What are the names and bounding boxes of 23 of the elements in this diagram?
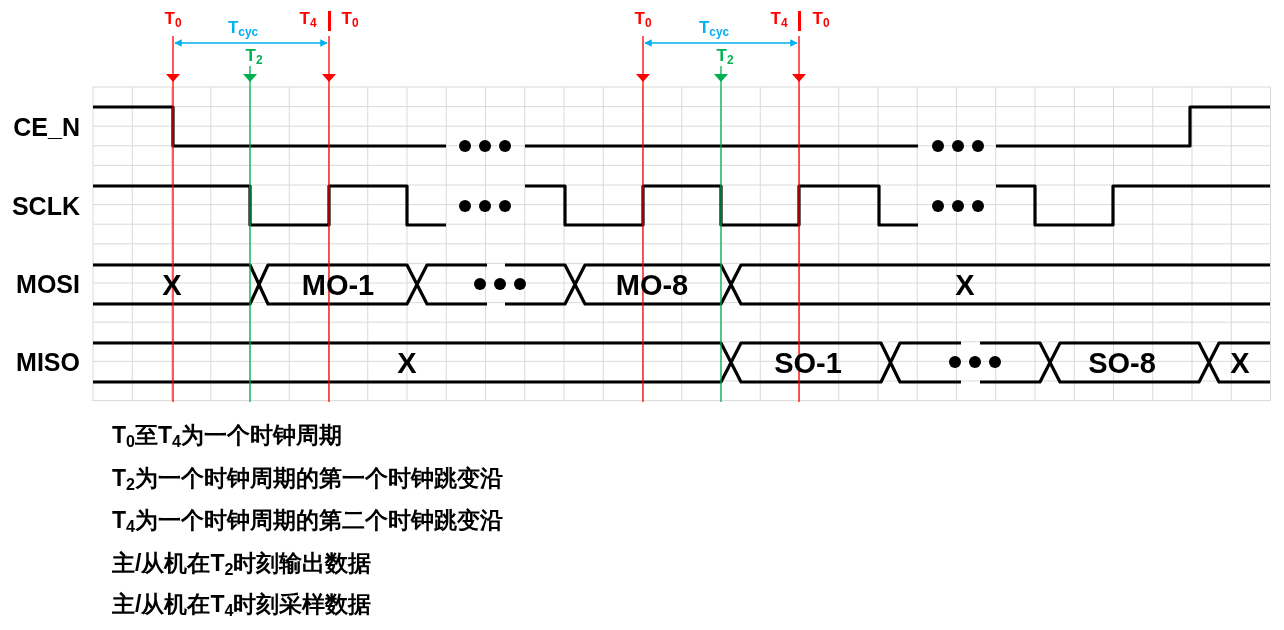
note-text: T$_{4}$为一个时钟周期的第二个时钟跳变沿 [112, 509, 503, 535]
data-label: X [955, 270, 975, 300]
signal-name: CE_N [13, 114, 80, 140]
note-text: 主/从机在T$_{2}$时刻输出数据 [112, 552, 372, 578]
time-label: T$_{2}$ [716, 47, 734, 67]
time-label: T$_{0}$ [341, 10, 359, 30]
note-text: 主/从机在T$_{4}$时刻采样数据 [112, 593, 372, 619]
signal-name: SCLK [11, 193, 80, 219]
time-label: T$_{2}$ [245, 47, 263, 67]
data-label: X [397, 348, 417, 378]
data-label: SO-8 [1088, 348, 1156, 378]
time-label: T$_{cyc}$ [227, 19, 259, 39]
signal-name: MISO [16, 349, 80, 375]
note-text: T$_{0}$至T$_{4}$为一个时钟周期 [112, 424, 343, 450]
time-label: T$_{4}$ [770, 10, 788, 30]
note-text: T$_{2}$为一个时钟周期的第一个时钟跳变沿 [112, 467, 503, 493]
data-label: X [1230, 348, 1250, 378]
time-label: T$_{cyc}$ [698, 19, 730, 39]
signal-name: MOSI [16, 271, 80, 297]
time-label: T$_{0}$ [634, 10, 652, 30]
time-label: T$_{0}$ [164, 10, 182, 30]
time-label: T$_{0}$ [812, 10, 830, 30]
time-label: T$_{4}$ [299, 10, 317, 30]
